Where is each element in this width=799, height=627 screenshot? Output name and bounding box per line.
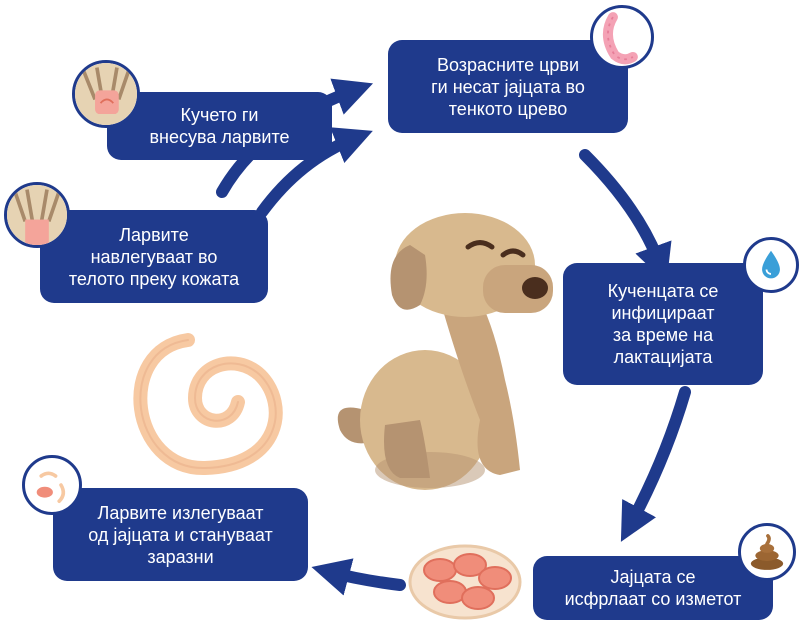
- arrow-skin-to-intestine-2: [256, 127, 373, 218]
- arrow-lactation-to-feces: [620, 386, 691, 542]
- dog-ingest-icon: [72, 60, 140, 128]
- step-adult-worms: Возрасните црви ги несат јајцата во тенк…: [388, 40, 628, 133]
- feces-icon: [738, 523, 796, 581]
- step-dog-ingests: Кучето ги внесува ларвите: [107, 92, 332, 160]
- step-eggs-feces-text: Јајцата се исфрлаат со изметот: [564, 567, 742, 609]
- step-skin-penetration: Ларвите навлегуваат во телото преку кожа…: [40, 210, 268, 303]
- arrow-intestine-to-lactation: [579, 149, 672, 284]
- step-larvae-hatch-text: Ларвите излегуваат од јајцата и стануваа…: [88, 502, 273, 567]
- larvae-icon: [22, 455, 82, 515]
- egg-dish-illustration: [408, 544, 522, 620]
- worm-illustration: [133, 333, 283, 476]
- step-puppies-lactation: Кученцата се инфицираат за време на лакт…: [563, 263, 763, 385]
- step-puppies-lactation-text: Кученцата се инфицираат за време на лакт…: [607, 281, 719, 367]
- step-eggs-feces: Јајцата се исфрлаат со изметот: [533, 556, 773, 620]
- step-larvae-hatch: Ларвите излегуваат од јајцата и стануваа…: [53, 488, 308, 581]
- intestine-icon: [590, 5, 654, 69]
- step-adult-worms-text: Возрасните црви ги несат јајцата во тенк…: [431, 54, 585, 119]
- arrow-feces-to-larvae: [311, 558, 406, 596]
- skin-larva-icon: [4, 182, 70, 248]
- step-dog-ingests-text: Кучето ги внесува ларвите: [149, 105, 290, 147]
- water-drop-icon: [743, 237, 799, 293]
- dog-illustration: [337, 213, 553, 490]
- step-skin-penetration-text: Ларвите навлегуваат во телото преку кожа…: [68, 224, 240, 289]
